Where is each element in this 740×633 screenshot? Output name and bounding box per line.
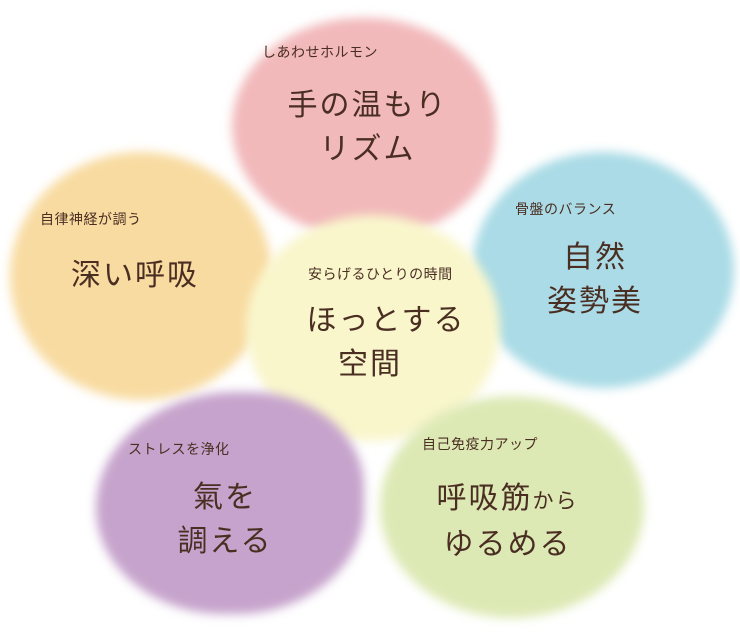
blue-title: 自然 姿勢美 xyxy=(530,236,660,324)
green-petal xyxy=(380,396,644,618)
yellow-title-line2: 空間 xyxy=(338,347,402,382)
green-title-line1: 呼吸筋から xyxy=(420,477,595,523)
pink-title-line1: 手の温もり xyxy=(287,88,448,123)
yellow-title: ほっとする 空間 xyxy=(306,299,466,387)
orange-petal xyxy=(10,152,272,400)
blue-petal xyxy=(472,152,734,388)
pink-petal xyxy=(232,18,496,238)
pink-title-line2: リズム xyxy=(319,132,416,167)
green-title-line1-suffix: から xyxy=(532,489,579,513)
purple-title-line2: 調える xyxy=(177,524,273,559)
blue-title-line2: 姿勢美 xyxy=(547,284,643,319)
yellow-subtitle: 安らげるひとりの時間 xyxy=(308,267,453,283)
yellow-title-line1: ほっとする xyxy=(306,303,466,338)
orange-title-line1: 深い呼吸 xyxy=(71,258,199,293)
purple-petal xyxy=(96,392,364,614)
green-title: 呼吸筋から ゆるめる xyxy=(420,477,595,567)
orange-subtitle: 自律神経が調う xyxy=(40,212,142,228)
purple-subtitle: ストレスを浄化 xyxy=(128,442,230,458)
green-title-line2: ゆるめる xyxy=(443,527,572,562)
blue-title-line1: 自然 xyxy=(563,240,627,275)
green-subtitle: 自己免疫力アップ xyxy=(422,437,538,453)
orange-title: 深い呼吸 xyxy=(55,254,215,298)
purple-title: 氣を 調える xyxy=(160,476,290,564)
pink-title: 手の温もり リズム xyxy=(270,84,465,172)
blue-subtitle: 骨盤のバランス xyxy=(515,202,617,218)
purple-title-line1: 氣を xyxy=(193,480,257,515)
green-title-line1-main: 呼吸筋 xyxy=(436,481,533,516)
pink-subtitle: しあわせホルモン xyxy=(262,45,378,61)
